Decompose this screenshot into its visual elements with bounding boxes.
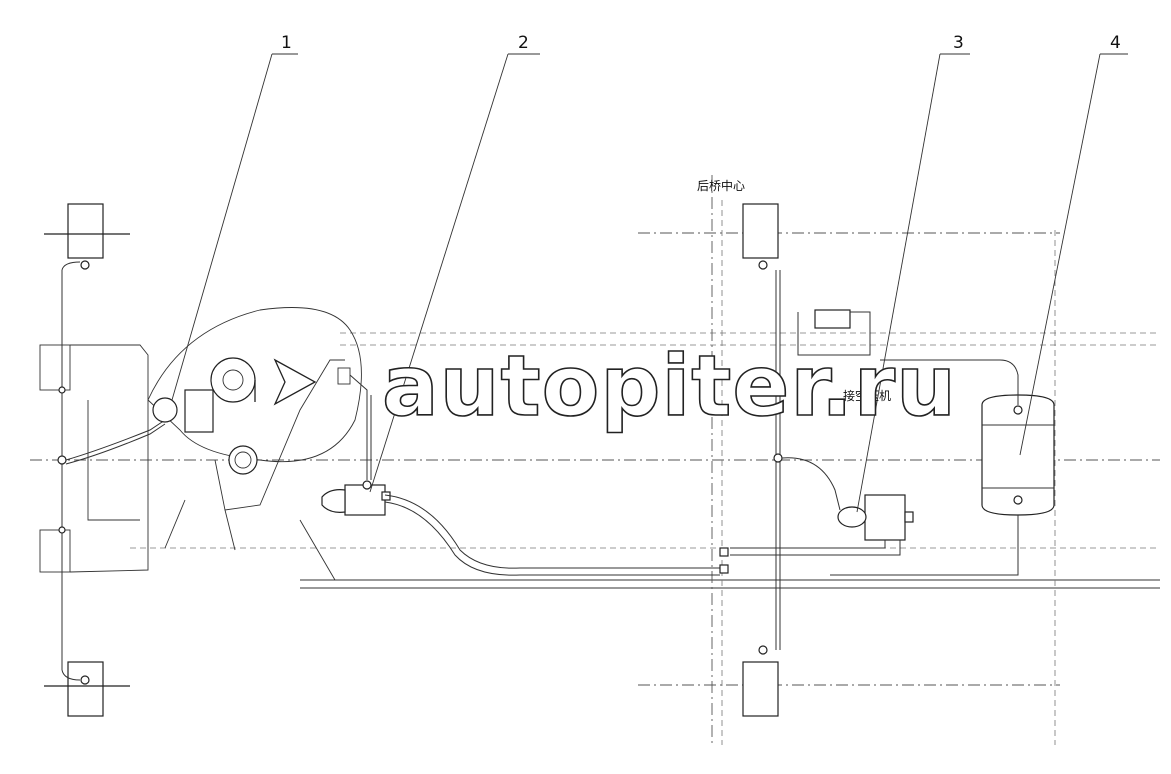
- leader-lines: [171, 53, 1128, 513]
- callout-4: 4: [1110, 33, 1121, 53]
- front-axle: [39, 203, 166, 717]
- watermark: autopiter.ru: [210, 336, 957, 436]
- rear-axle-center-label: 后桥中心: [697, 178, 745, 193]
- callout-3: 3: [953, 33, 964, 53]
- brake-valve: [321, 374, 720, 576]
- rear-axle: [719, 203, 841, 717]
- pressure-regulator: [797, 309, 871, 356]
- relay-valve: [730, 494, 914, 556]
- compressor-label: 接空压机: [843, 388, 891, 403]
- air-tank: [830, 359, 1055, 576]
- engine-outline: [147, 307, 362, 581]
- callout-1: 1: [281, 33, 292, 53]
- watermark-text: autopiter.ru: [382, 337, 957, 435]
- callout-2: 2: [518, 33, 529, 53]
- chassis-frame: [30, 175, 1160, 745]
